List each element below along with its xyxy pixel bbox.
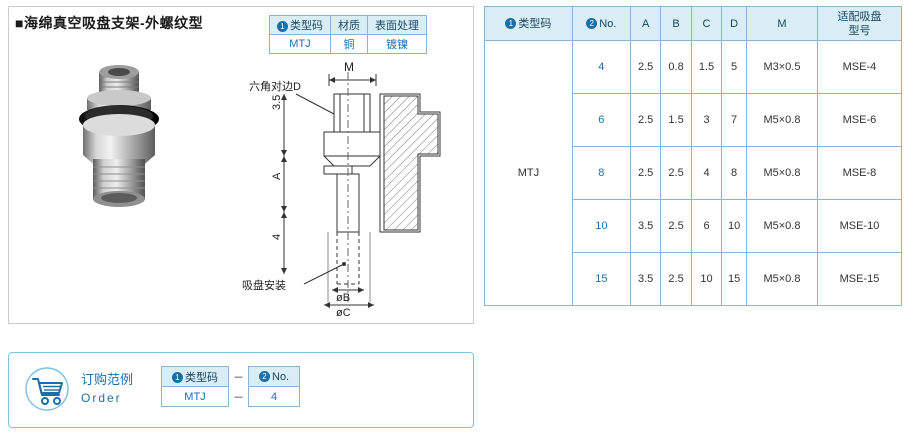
spec-header-fit-line2: 型号 bbox=[848, 24, 871, 37]
table-row: MTJ 4 2.5 0.8 1.5 5 M3×0.5 MSE-4 bbox=[484, 40, 903, 306]
page-title: ■海绵真空吸盘支架-外螺纹型 bbox=[15, 15, 204, 31]
spec-cell-type-code: MTJ bbox=[484, 40, 573, 306]
order-value-no: 4 bbox=[247, 386, 301, 407]
order-label: 订购范例 Order bbox=[81, 371, 133, 407]
spec-header-d: D bbox=[721, 6, 747, 41]
spec-cell-b: 1.5 bbox=[660, 93, 692, 147]
material-table-header-row: 1①类型码类型码 材质 表面处理 bbox=[269, 15, 427, 35]
table-row: 10 3.5 2.5 6 10 M5×0.8 MSE-10 bbox=[485, 199, 903, 253]
product-photo bbox=[27, 47, 217, 227]
order-label-en: Order bbox=[81, 391, 122, 405]
material-table: 1①类型码类型码 材质 表面处理 MTJ 铜 镀镍 bbox=[269, 15, 427, 54]
spec-cell-m: M5×0.8 bbox=[745, 93, 818, 147]
spec-header-no-label: No. bbox=[599, 17, 617, 30]
spec-cell-m: M5×0.8 bbox=[745, 199, 818, 253]
spec-cell-b: 0.8 bbox=[660, 40, 692, 94]
spec-cell-no: 10 bbox=[571, 199, 631, 253]
spec-cell-fit: MSE-15 bbox=[816, 252, 903, 306]
material-cell-type-code: MTJ bbox=[269, 34, 331, 54]
table-row: 15 3.5 2.5 10 15 M5×0.8 MSE-15 bbox=[485, 252, 903, 306]
spec-cell-no: 8 bbox=[571, 146, 631, 200]
spec-cell-no: 6 bbox=[571, 93, 631, 147]
technical-drawing: M 六角对边D 3.5 A 4 øB øC 吸盘安装 bbox=[224, 52, 469, 319]
dim-label-m: M bbox=[344, 60, 354, 74]
spec-cell-c: 4 bbox=[690, 146, 723, 200]
spec-cell-d: 5 bbox=[721, 40, 747, 94]
spec-cell-c: 6 bbox=[690, 199, 723, 253]
spec-cell-d: 7 bbox=[721, 93, 747, 147]
circled-one-icon: 1 bbox=[505, 18, 517, 30]
spec-cell-d: 15 bbox=[721, 252, 747, 306]
material-table-row: MTJ 铜 镀镍 bbox=[269, 34, 427, 54]
dim-label-3-5: 3.5 bbox=[271, 94, 283, 110]
spec-cell-c: 1.5 bbox=[690, 40, 723, 94]
spec-cell-d: 10 bbox=[721, 199, 747, 253]
material-header-finish: 表面处理 bbox=[367, 15, 427, 35]
spec-header-c: C bbox=[690, 6, 723, 41]
material-cell-material: 铜 bbox=[330, 34, 368, 54]
dim-label-4: 4 bbox=[271, 233, 283, 240]
order-header-no-label: No. bbox=[272, 370, 290, 383]
spec-cell-d: 8 bbox=[721, 146, 747, 200]
spec-cell-fit: MSE-4 bbox=[816, 40, 903, 94]
circled-two-icon: 2 bbox=[586, 18, 598, 30]
dim-label-hex: 六角对边D bbox=[249, 81, 301, 93]
circled-two-icon: 2 bbox=[259, 371, 270, 383]
cart-icon bbox=[23, 367, 71, 411]
spec-cell-b: 2.5 bbox=[660, 252, 692, 306]
dim-label-mount: 吸盘安装 bbox=[242, 280, 286, 292]
spec-cell-b: 2.5 bbox=[660, 146, 692, 200]
dim-label-phi-b: øB bbox=[336, 292, 351, 304]
circled-one-icon: 1 bbox=[277, 20, 288, 32]
spec-cell-m: M3×0.5 bbox=[745, 40, 818, 94]
spec-cell-no: 15 bbox=[571, 252, 631, 306]
spec-header-fit-line1: 适配吸盘 bbox=[837, 10, 882, 23]
spec-cell-a: 3.5 bbox=[629, 199, 662, 253]
spec-header-fit-model: 适配吸盘 型号 bbox=[816, 6, 903, 41]
spec-cell-fit: MSE-8 bbox=[816, 146, 903, 200]
order-value-type-code: MTJ bbox=[161, 386, 229, 407]
spec-cell-a: 2.5 bbox=[629, 93, 662, 147]
material-header-type-code: 1①类型码类型码 bbox=[269, 15, 331, 35]
spec-header-a: A bbox=[629, 6, 662, 41]
spec-cell-a: 2.5 bbox=[629, 40, 662, 94]
spec-cell-m: M5×0.8 bbox=[745, 146, 818, 200]
dim-label-phi-c: øC bbox=[336, 307, 351, 319]
spec-cell-c: 3 bbox=[690, 93, 723, 147]
table-row: 8 2.5 2.5 4 8 M5×0.8 MSE-8 bbox=[485, 146, 903, 200]
table-row: 6 2.5 1.5 3 7 M5×0.8 MSE-6 bbox=[485, 93, 903, 147]
spec-cell-c: 10 bbox=[690, 252, 723, 306]
spec-cell-fit: MSE-10 bbox=[816, 199, 903, 253]
product-illustration-panel: ■海绵真空吸盘支架-外螺纹型 bbox=[8, 6, 474, 324]
order-header-type-code-label: 类型码 bbox=[185, 371, 218, 384]
spec-header-m: M bbox=[745, 6, 818, 41]
spec-cell-a: 2.5 bbox=[629, 146, 662, 200]
material-header-material: 材质 bbox=[330, 15, 368, 35]
spec-cell-m: M5×0.8 bbox=[745, 252, 818, 306]
spec-header-type-code-label: 类型码 bbox=[518, 17, 552, 30]
spec-cell-a: 3.5 bbox=[629, 252, 662, 306]
order-label-cn: 订购范例 bbox=[81, 372, 134, 387]
order-dash-cell: － bbox=[233, 391, 244, 404]
spec-cell-b: 2.5 bbox=[660, 199, 692, 253]
spec-header-b: B bbox=[660, 6, 692, 41]
order-dash-header: － bbox=[233, 371, 244, 384]
circled-one-icon: 1 bbox=[172, 372, 183, 384]
dim-label-a: A bbox=[271, 172, 283, 180]
material-cell-finish: 镀镍 bbox=[367, 34, 427, 54]
order-value-row: MTJ － 4 bbox=[161, 386, 301, 407]
spec-cell-fit: MSE-6 bbox=[816, 93, 903, 147]
spec-cell-no: 4 bbox=[571, 40, 631, 94]
